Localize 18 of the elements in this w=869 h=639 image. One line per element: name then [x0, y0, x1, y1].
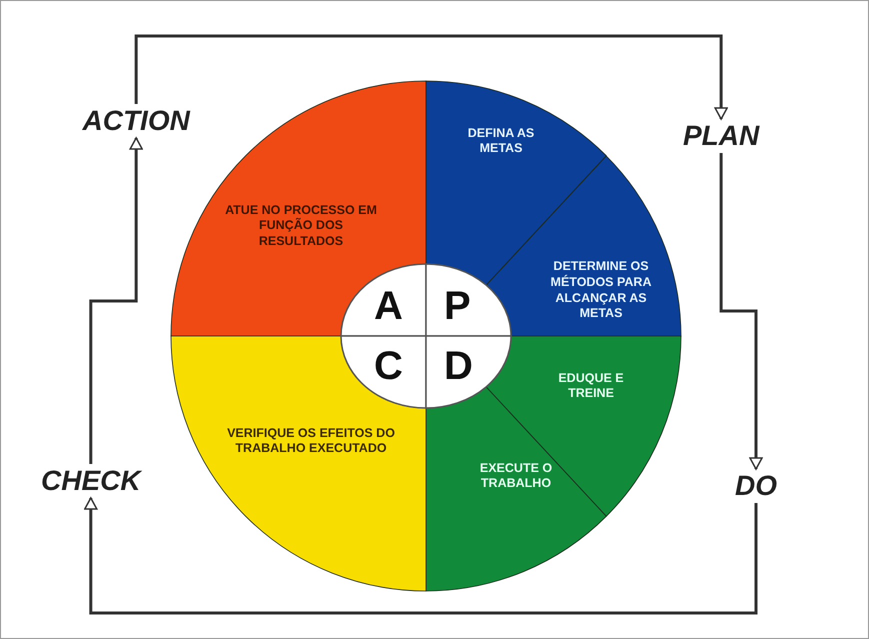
- cycle-arrow: [720, 153, 763, 470]
- sector-text: EDUQUE E TREINE: [557, 370, 625, 402]
- quadrant-letter: C: [374, 346, 403, 386]
- sector-text: EXECUTE O TRABALHO: [478, 460, 554, 492]
- quadrant-letter: D: [444, 346, 473, 386]
- quadrant-letter: A: [374, 286, 403, 326]
- sector-text: VERIFIQUE OS EFEITOS DO TRABALHO EXECUTADO: [226, 426, 396, 457]
- phase-label: PLAN: [683, 122, 760, 150]
- sector-text: ATUE NO PROCESSO EM FUNÇÃO DOS RESULTADOS: [224, 202, 378, 250]
- phase-label: CHECK: [41, 467, 141, 495]
- cycle-arrow: [134, 34, 728, 120]
- cycle-arrow: [84, 497, 758, 614]
- quadrant-letter: P: [444, 286, 471, 326]
- cycle-arrow: [89, 137, 143, 464]
- phase-label: DO: [735, 472, 777, 500]
- sector-text: DEFINA AS METAS: [466, 126, 536, 157]
- phase-label: ACTION: [82, 107, 190, 135]
- sector-text: DETERMINE OS MÉTODOS PARA ALCANÇAR AS METAS: [550, 259, 652, 322]
